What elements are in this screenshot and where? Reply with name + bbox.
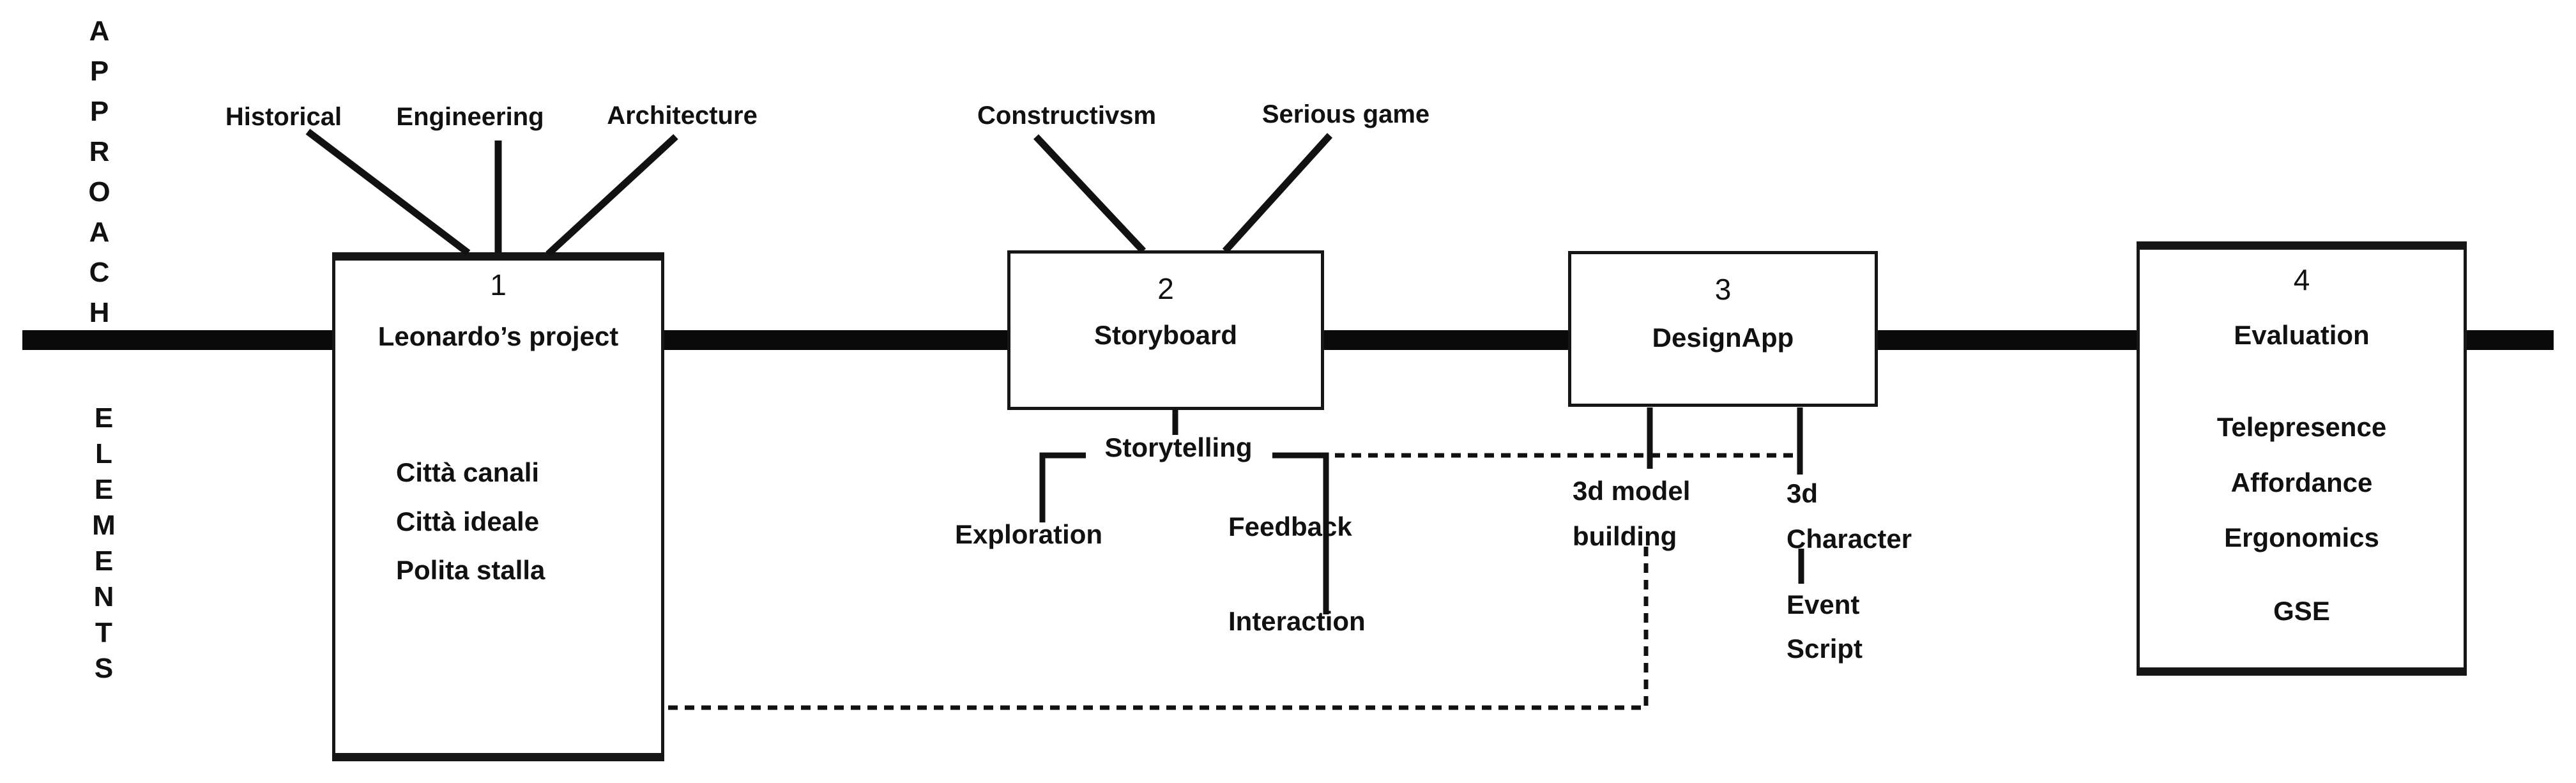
stage-1-box xyxy=(332,252,664,761)
stage-2-element-storytelling: Storytelling xyxy=(1104,432,1253,462)
approach-label-constructivsm: Constructivsm xyxy=(977,102,1157,130)
stage-2-box xyxy=(1007,250,1324,410)
approach-label-engineering: Engineering xyxy=(396,103,544,131)
stage-4-number: 4 xyxy=(2293,263,2310,296)
stage-3-box xyxy=(1568,251,1878,407)
stage-1-number: 1 xyxy=(490,268,507,301)
approach-line-historical xyxy=(305,128,471,256)
stage-3-title: DesignApp xyxy=(1652,323,1794,353)
stage-2-title: Storyboard xyxy=(1094,320,1238,350)
stage-1-element-citta-ideale: Città ideale xyxy=(396,506,540,536)
stage-2-element-interaction: Interaction xyxy=(1228,606,1366,636)
stage-2-element-exploration: Exploration xyxy=(955,519,1103,549)
stage-4-element-gse: GSE xyxy=(2273,596,2330,626)
axis-approach-label: APPROACH xyxy=(84,15,115,337)
approach-line-architecture xyxy=(545,133,678,257)
axis-elements-label: ELEMENTS xyxy=(88,402,119,688)
dashed-link-leonardo-to-3dmodel xyxy=(668,545,1649,710)
stage-3-element-event-script: Event Script xyxy=(1787,589,1863,664)
stage-3-element-3d-model-building: 3d model building xyxy=(1573,476,1691,551)
stage-1-element-polita-stalla: Polita stalla xyxy=(396,555,545,585)
storytelling-exploration-elbow xyxy=(1039,452,1086,522)
stage-1-element-citta-canali: Città canali xyxy=(396,457,540,487)
approach-label-historical: Historical xyxy=(225,103,342,131)
stage-3-number: 3 xyxy=(1714,273,1732,306)
approach-label-architecture: Architecture xyxy=(607,102,758,130)
stage-4-box xyxy=(2137,241,2467,676)
stage-4-title: Evaluation xyxy=(2234,320,2370,350)
stage-1-title: Leonardo’s project xyxy=(377,321,619,351)
approach-label-serious-game: Serious game xyxy=(1261,100,1430,128)
approach-line-serious-game xyxy=(1222,133,1333,254)
stage-4-element-ergonomics: Ergonomics xyxy=(2224,522,2379,552)
approach-line-constructivsm xyxy=(1033,134,1147,254)
stage-4-element-telepresence: Telepresence xyxy=(2216,412,2387,442)
stage-3-element-3d-character: 3d Character xyxy=(1787,478,1912,554)
stage-2-element-feedback: Feedback xyxy=(1228,512,1352,542)
stage-4-element-affordance: Affordance xyxy=(2230,468,2373,498)
stage-2-number: 2 xyxy=(1157,272,1174,305)
